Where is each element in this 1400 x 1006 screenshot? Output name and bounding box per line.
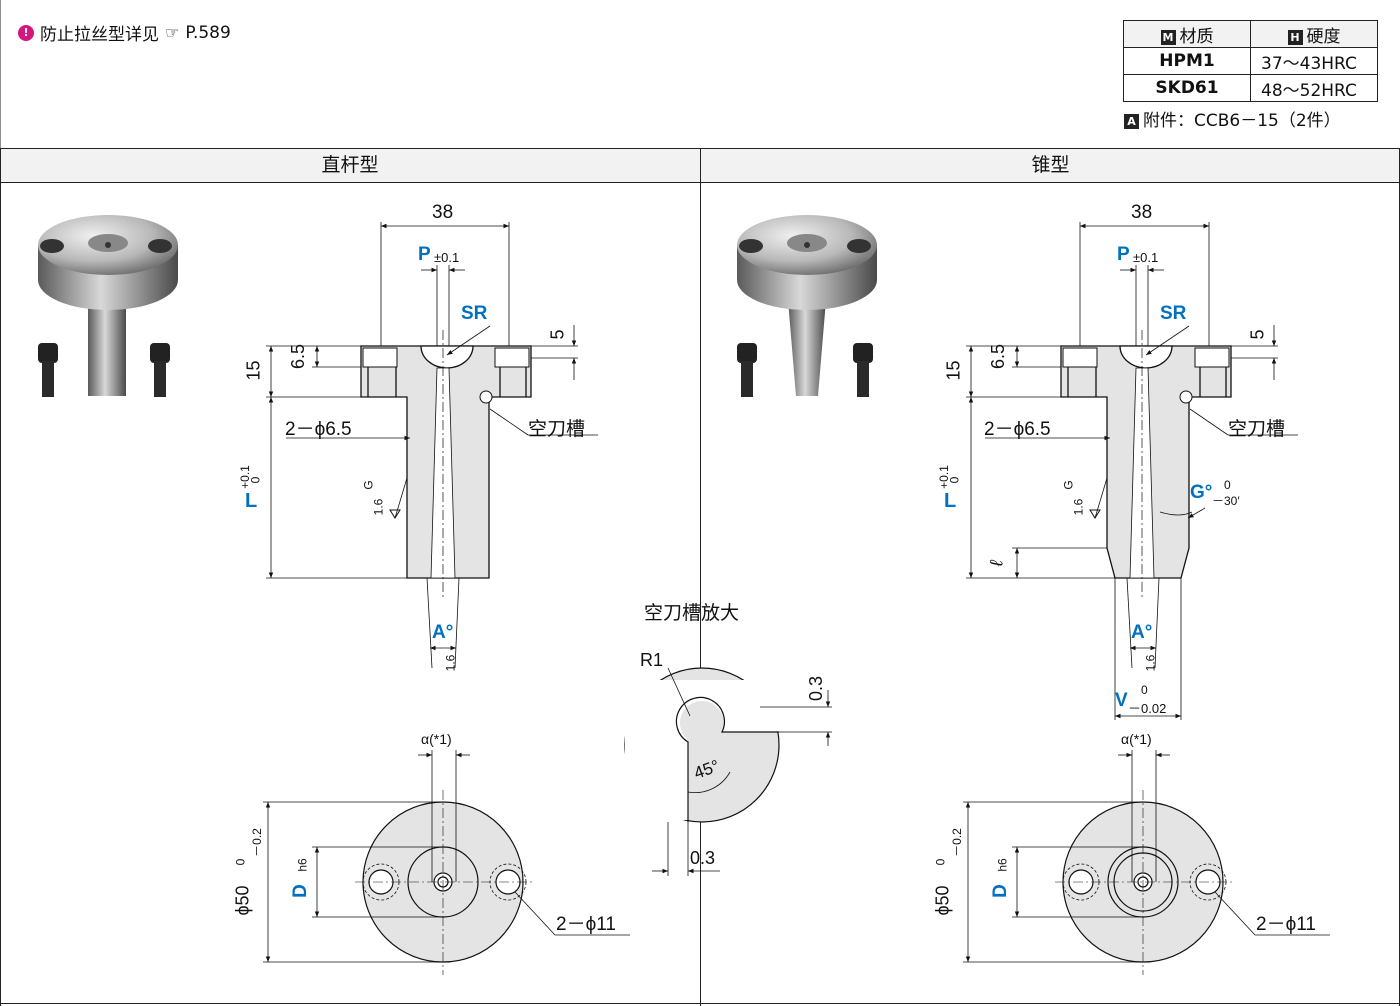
roughness-label: 1.6 [371, 498, 386, 516]
dim-g-deg: G° [1190, 482, 1213, 503]
detail-r: R1 [640, 650, 664, 670]
dim-p: P [1117, 244, 1130, 265]
dim-g-tol-up: 0 [1224, 478, 1231, 492]
relief-groove-detail [624, 667, 780, 823]
dim-width: 38 [432, 202, 454, 223]
material-cell: SKD61 [1123, 74, 1251, 102]
dim-g-tol-dn: －30′ [1212, 494, 1240, 508]
dim-phi11: 2－ϕ11 [556, 914, 616, 935]
roughness-label: 1.6 [1143, 654, 1158, 672]
dim-six-five: 6.5 [988, 343, 1009, 370]
detail-title: 空刀槽放大 [644, 603, 740, 624]
roughness-label: 1.6 [1071, 498, 1086, 516]
dim-bolt-holes: 2－ϕ6.5 [285, 419, 352, 440]
table-row: SKD61 48～52HRC [1123, 74, 1378, 102]
dim-p: P [418, 244, 431, 265]
dim-v: V [1115, 690, 1128, 711]
detail-dims [652, 690, 832, 876]
dimensions-tapered [966, 222, 1298, 720]
side-view-tapered [1060, 330, 1232, 600]
hardness-cell: 48～52HRC [1250, 74, 1378, 102]
top-view-tapered [1055, 790, 1235, 975]
dim-alpha: α(*1) [421, 731, 452, 747]
dim-l-tol-dn: 0 [947, 476, 962, 484]
dim-alpha: α(*1) [1121, 731, 1152, 747]
dim-g: G [361, 480, 376, 490]
dim-five: 5 [1247, 329, 1268, 340]
note-page-ref[interactable]: P.589 [185, 22, 231, 43]
dim-sr: SR [461, 303, 488, 324]
dimensions-straight [266, 222, 598, 669]
product-photo-tapered [737, 215, 877, 397]
table-row: HPM1 37～43HRC [1123, 47, 1378, 75]
top-view-straight [355, 790, 535, 975]
dim-v-tol-dn: －0.02 [1128, 701, 1167, 716]
dim-five: 5 [547, 329, 568, 340]
product-photo-straight [38, 215, 178, 397]
dim-phi50-up: 0 [933, 858, 948, 866]
detail-0-3-top: 0.3 [806, 675, 827, 702]
dim-phi50-up: 0 [233, 858, 248, 866]
top-dims-tapered [963, 750, 1330, 963]
roughness-label: 1.6 [443, 654, 458, 672]
bulb-icon: ! [18, 24, 34, 41]
dim-a: A° [432, 622, 454, 643]
dim-a: A° [1131, 622, 1153, 643]
dim-v-tol-up: 0 [1141, 683, 1148, 697]
dim-sr: SR [1160, 303, 1187, 324]
dim-ell: ℓ [986, 560, 1007, 567]
dim-fifteen: 15 [943, 360, 964, 381]
relief-label: 空刀槽 [528, 419, 586, 440]
dim-d-sub: h6 [995, 858, 1010, 872]
section-header-straight: 直杆型 [0, 148, 701, 183]
dim-g: G [1061, 480, 1076, 490]
dim-l: L [944, 490, 957, 512]
dim-width: 38 [1131, 202, 1153, 223]
dim-six-five: 6.5 [288, 343, 309, 370]
dim-d-sub: h6 [295, 858, 310, 872]
material-cell: HPM1 [1123, 47, 1251, 75]
dim-phi50-dn: －0.2 [249, 828, 264, 857]
section-header-tapered: 锥型 [701, 148, 1400, 183]
relief-label: 空刀槽 [1228, 419, 1286, 440]
dim-d: D [289, 884, 311, 898]
dim-phi50: ϕ50 [232, 885, 253, 916]
top-dims-straight [263, 750, 630, 963]
dim-l: L [245, 490, 258, 512]
side-view-straight [360, 330, 532, 600]
dim-l-tol-dn: 0 [248, 476, 263, 484]
dim-p-tol: ±0.1 [434, 250, 460, 265]
detail-0-3-bottom: 0.3 [690, 848, 716, 868]
dim-fifteen: 15 [243, 360, 264, 381]
dim-d: D [989, 884, 1011, 898]
hardness-cell: 37～43HRC [1250, 47, 1378, 75]
dim-phi50: ϕ50 [932, 885, 953, 916]
dim-phi50-dn: －0.2 [949, 828, 964, 857]
reference-note: ! 防止拉丝型详见 ☞ P.589 [18, 20, 231, 45]
note-text: 防止拉丝型详见 [40, 25, 159, 45]
dim-bolt-holes: 2－ϕ6.5 [984, 419, 1051, 440]
dim-phi11: 2－ϕ11 [1256, 914, 1316, 935]
dim-p-tol: ±0.1 [1133, 250, 1159, 265]
pointing-hand-icon: ☞ [165, 23, 180, 42]
